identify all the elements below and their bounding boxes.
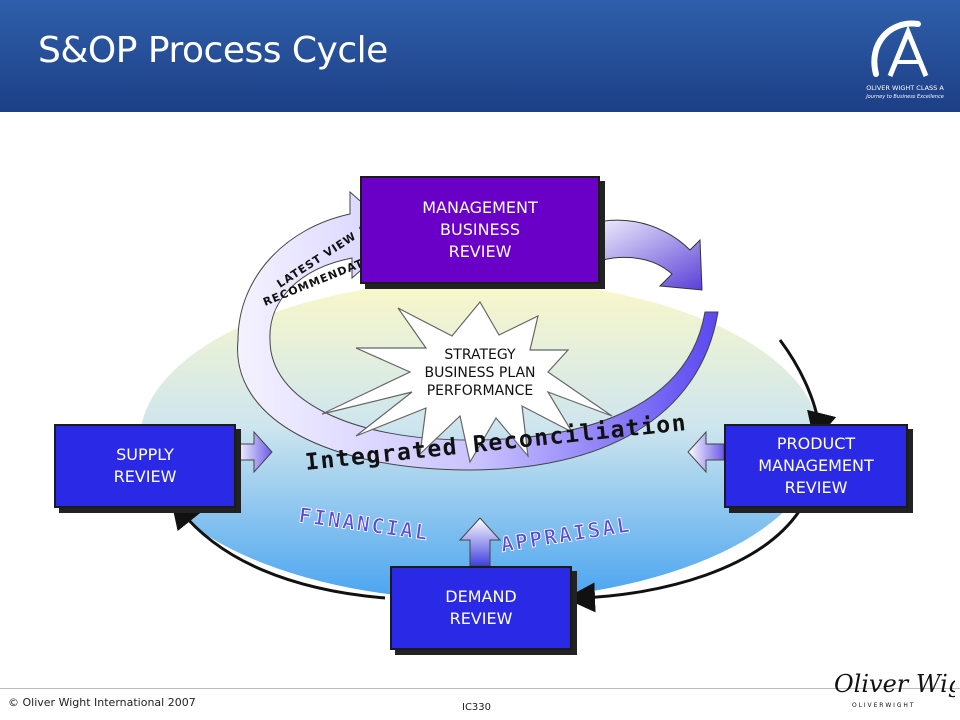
copyright-text: © Oliver Wight International 2007 [8,696,196,709]
demand-review-box: DEMAND REVIEW [390,566,572,650]
mgmt-to-product-arrow [571,219,703,291]
cycle-arrow-bottom-left [170,498,386,600]
product-management-review-box: PRODUCT MANAGEMENT REVIEW [724,424,908,508]
signature-subtext: O L I V E R W I G H T [852,702,914,709]
strategy-text: STRATEGY BUSINESS PLAN PERFORMANCE [395,346,565,400]
class-a-logo: OLIVER WIGHT CLASS A Journey to Business… [865,20,944,100]
management-line2: BUSINESS [440,220,520,239]
logo-text-line1: OLIVER WIGHT CLASS A [866,84,944,92]
product-line2: MANAGEMENT [758,456,874,475]
supply-line1: SUPPLY [116,445,174,464]
management-business-review-box: MANAGEMENT BUSINESS REVIEW [360,176,600,284]
supply-review-box: SUPPLY REVIEW [54,424,236,508]
page-title: S&OP Process Cycle [38,30,388,71]
demand-line1: DEMAND [445,587,517,606]
demand-line2: REVIEW [449,609,513,628]
slide-code: IC330 [462,702,492,713]
header-bar [0,0,960,112]
supply-line2: REVIEW [113,467,177,486]
product-line1: PRODUCT [776,434,856,453]
management-line1: MANAGEMENT [422,198,538,217]
supply-input-arrow [235,430,273,474]
demand-input-arrow [458,517,502,567]
logo-text-line2: Journey to Business Excellence [865,94,944,100]
product-input-arrow [687,430,725,474]
strategy-line2: BUSINESS PLAN [424,365,536,381]
oliver-wight-signature-logo: Oliver Wight O L I V E R W I G H T [834,670,955,709]
footer-divider [0,688,960,689]
strategy-line3: PERFORMANCE [426,383,534,399]
signature-text: Oliver Wight [834,670,955,698]
cycle-arrow-bottom-right [565,509,802,613]
product-line3: REVIEW [784,478,848,497]
strategy-starburst [321,300,613,464]
strategy-line1: STRATEGY [444,347,516,363]
management-line3: REVIEW [448,242,512,261]
